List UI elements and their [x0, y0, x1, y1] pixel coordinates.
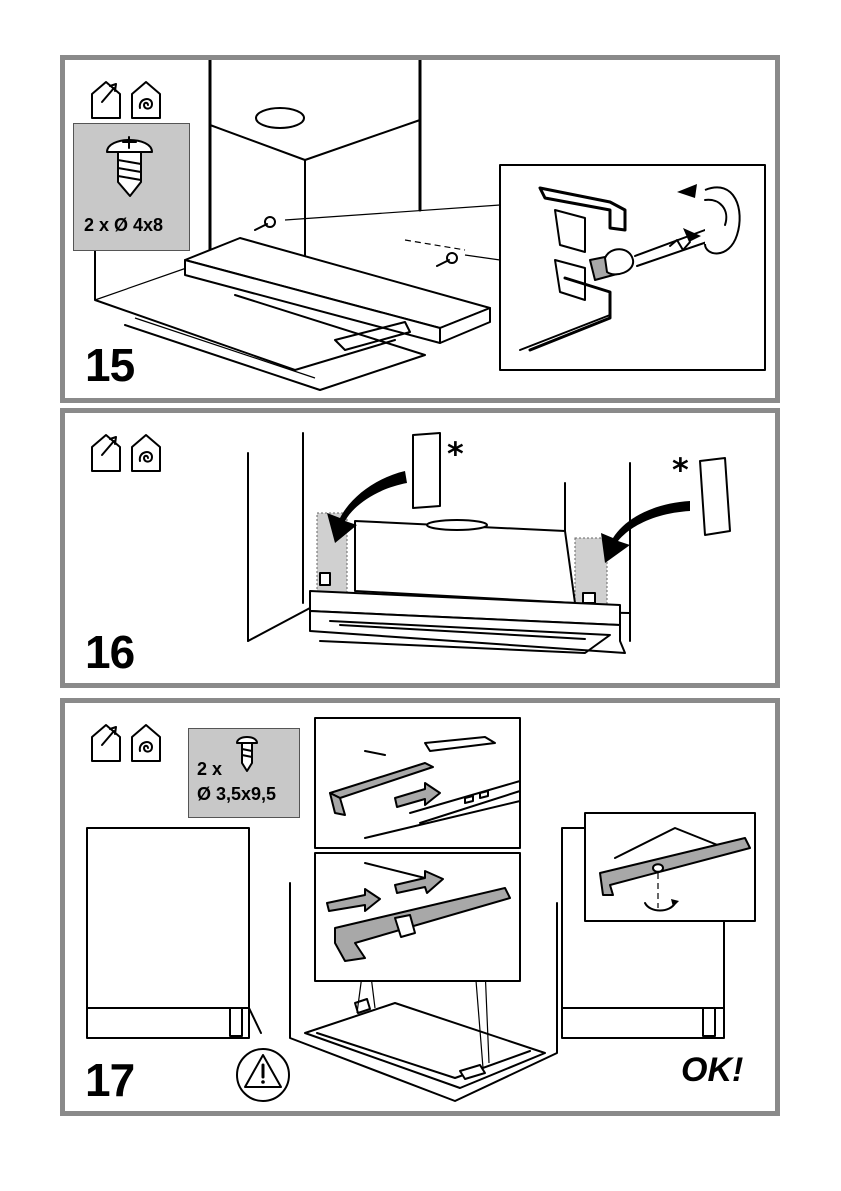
step-number: 15 — [85, 338, 134, 392]
right-asterisk: * — [672, 451, 689, 489]
duct-hole — [256, 108, 304, 128]
right-zoom-inset — [585, 813, 755, 921]
screw-right — [437, 253, 457, 266]
step-17-illustration — [65, 703, 775, 1111]
screw-size-label: 2 x Ø 4x8 — [84, 215, 163, 236]
screw-size-label: Ø 3,5x9,5 — [197, 784, 276, 805]
warning-triangle-icon — [237, 1049, 289, 1101]
zoom-inset — [500, 165, 765, 370]
right-insert-arrow — [601, 501, 690, 563]
side-view-incorrect — [87, 828, 261, 1038]
step-17-panel: 2 x Ø 3,5x9,5 OK! 17 — [60, 698, 780, 1116]
recirculation-house-icon — [132, 435, 160, 471]
ok-label: OK! — [681, 1051, 743, 1090]
right-trim-piece — [700, 458, 730, 535]
screw-spec-box-15: 2 x Ø 4x8 — [73, 123, 190, 251]
step-number: 16 — [85, 625, 134, 679]
top-zoom-inset — [315, 718, 520, 848]
left-trim-piece — [413, 433, 440, 508]
step-16-panel: * * 16 — [60, 408, 780, 688]
screw-left — [255, 217, 275, 230]
external-venting-house-icon — [92, 82, 120, 118]
external-venting-house-icon — [92, 435, 120, 471]
step-number: 17 — [85, 1053, 134, 1107]
left-asterisk: * — [447, 435, 464, 473]
step-15-panel: 2 x Ø 4x8 15 — [60, 55, 780, 403]
bottom-zoom-inset — [315, 853, 520, 981]
screw-spec-box-17: 2 x Ø 3,5x9,5 — [188, 728, 300, 818]
recirculation-house-icon — [132, 82, 160, 118]
external-venting-house-icon — [92, 725, 120, 761]
recirculation-house-icon — [132, 725, 160, 761]
screw-count-label: 2 x — [197, 759, 222, 780]
step-16-illustration — [65, 413, 775, 683]
